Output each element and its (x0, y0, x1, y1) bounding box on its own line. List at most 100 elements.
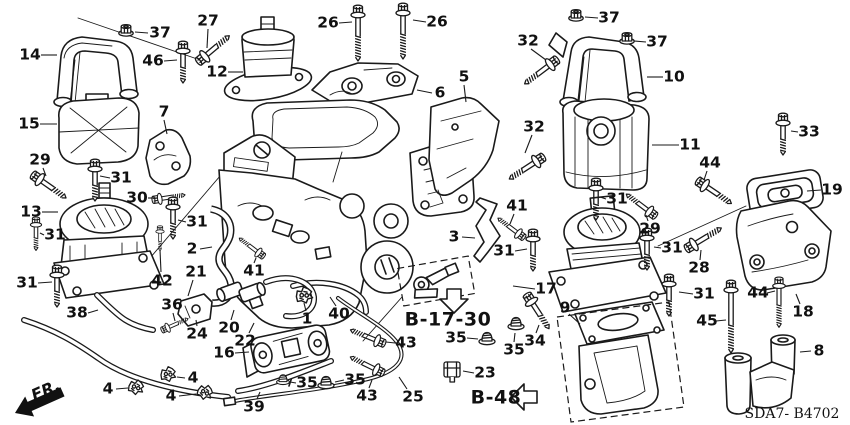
part-label-2: 2 (187, 240, 198, 258)
leader-line (42, 167, 47, 177)
part-label-37: 37 (598, 9, 620, 27)
diagram-code: SDA7- B4702 (745, 406, 840, 422)
leader-line (599, 196, 607, 200)
leader-line (514, 248, 528, 252)
part-label-31: 31 (16, 274, 38, 292)
part-label-24: 24 (186, 325, 208, 343)
part-label-19: 19 (821, 181, 843, 199)
part-label-15: 15 (18, 115, 40, 133)
leader-line (172, 312, 176, 322)
leader-line (289, 381, 297, 384)
part-label-37: 37 (149, 24, 171, 42)
part-label-41: 41 (243, 262, 265, 280)
b-48-arrow-icon (510, 383, 538, 411)
leader-line (416, 89, 433, 94)
leader-line (806, 189, 822, 192)
leader-line (524, 134, 533, 154)
part-label-44: 44 (747, 284, 769, 302)
leader-line (568, 313, 581, 325)
leader-line (163, 119, 168, 135)
part-label-32: 32 (517, 32, 539, 50)
part-15-mount (57, 93, 140, 165)
pipe-clamp-illustration (413, 262, 460, 299)
leader-line (159, 249, 162, 273)
leader-line (530, 48, 547, 61)
part-label-16: 16 (213, 344, 235, 362)
fr-arrow-icon (15, 387, 65, 417)
part-label-29: 29 (639, 220, 661, 238)
part-label-44: 44 (699, 154, 721, 172)
part-label-29: 29 (29, 151, 51, 169)
part-label-31: 31 (661, 239, 683, 257)
part-label-B-17-30: B-17-30 (405, 309, 492, 331)
leader-line (412, 19, 427, 23)
leader-line (633, 40, 647, 43)
leader-line (645, 214, 649, 222)
leader-line (509, 213, 515, 225)
part-label-33: 33 (798, 123, 820, 141)
part-label-1: 1 (302, 310, 313, 328)
part-label-32: 32 (523, 118, 545, 136)
part-12-mount (223, 16, 313, 102)
leader-line (177, 219, 187, 223)
part-label-4: 4 (188, 369, 199, 387)
part-label-35: 35 (296, 374, 318, 392)
part-label-31: 31 (186, 213, 208, 231)
flange-nut-icon (619, 31, 635, 45)
leader-line (790, 130, 799, 133)
part-3-bracket (473, 197, 501, 263)
part-label-35: 35 (344, 371, 366, 389)
leader-line (461, 236, 476, 239)
leader-line (799, 350, 812, 353)
leader-line (37, 281, 53, 284)
part-label-17: 17 (535, 280, 557, 298)
part-label-28: 28 (688, 259, 710, 277)
part-label-27: 27 (197, 12, 219, 30)
part-label-25: 25 (402, 388, 424, 406)
leader-line (338, 21, 353, 24)
part-11-mount (561, 98, 650, 191)
part-label-6: 6 (435, 84, 446, 102)
leader-line (206, 28, 209, 49)
part-label-14: 14 (19, 46, 41, 64)
engine-assembly (218, 99, 414, 329)
leader-line (513, 332, 516, 343)
leader-line (115, 387, 129, 390)
part-label-12: 12 (206, 63, 228, 81)
leader-line (187, 279, 194, 297)
part-label-31: 31 (493, 242, 515, 260)
leader-line (256, 391, 261, 400)
leader-line (87, 309, 99, 314)
part-label-18: 18 (792, 303, 814, 321)
leader-line (163, 59, 178, 62)
part-18-bracket (735, 199, 832, 291)
part-label-4: 4 (166, 387, 177, 405)
part-label-8: 8 (814, 342, 825, 360)
b-17-30-dashed-box (396, 255, 476, 307)
leader-line (134, 31, 149, 34)
pipe-end-fitting (222, 396, 237, 407)
part-label-35: 35 (503, 341, 525, 359)
part-label-31: 31 (110, 169, 132, 187)
part-17-mount (548, 194, 667, 328)
part-8-bracket (724, 334, 796, 415)
part-label-9: 9 (560, 299, 571, 317)
reference-boxes (396, 255, 685, 423)
leader-line (512, 285, 536, 290)
part-label-21: 21 (185, 263, 207, 281)
leader-line (535, 324, 540, 334)
leader-line (39, 232, 45, 236)
leader-line (199, 246, 213, 250)
leader-line (234, 351, 250, 354)
leader-line (703, 170, 708, 181)
part-label-43: 43 (395, 334, 417, 352)
leader-line (195, 319, 198, 327)
part-label-26: 26 (426, 13, 448, 31)
part-label-10: 10 (663, 68, 685, 86)
part-label-11: 11 (679, 136, 701, 154)
part-7-bracket (145, 128, 192, 186)
part-label-31: 31 (693, 285, 715, 303)
part-label-31: 31 (606, 190, 628, 208)
part-20-solenoid (216, 281, 266, 310)
